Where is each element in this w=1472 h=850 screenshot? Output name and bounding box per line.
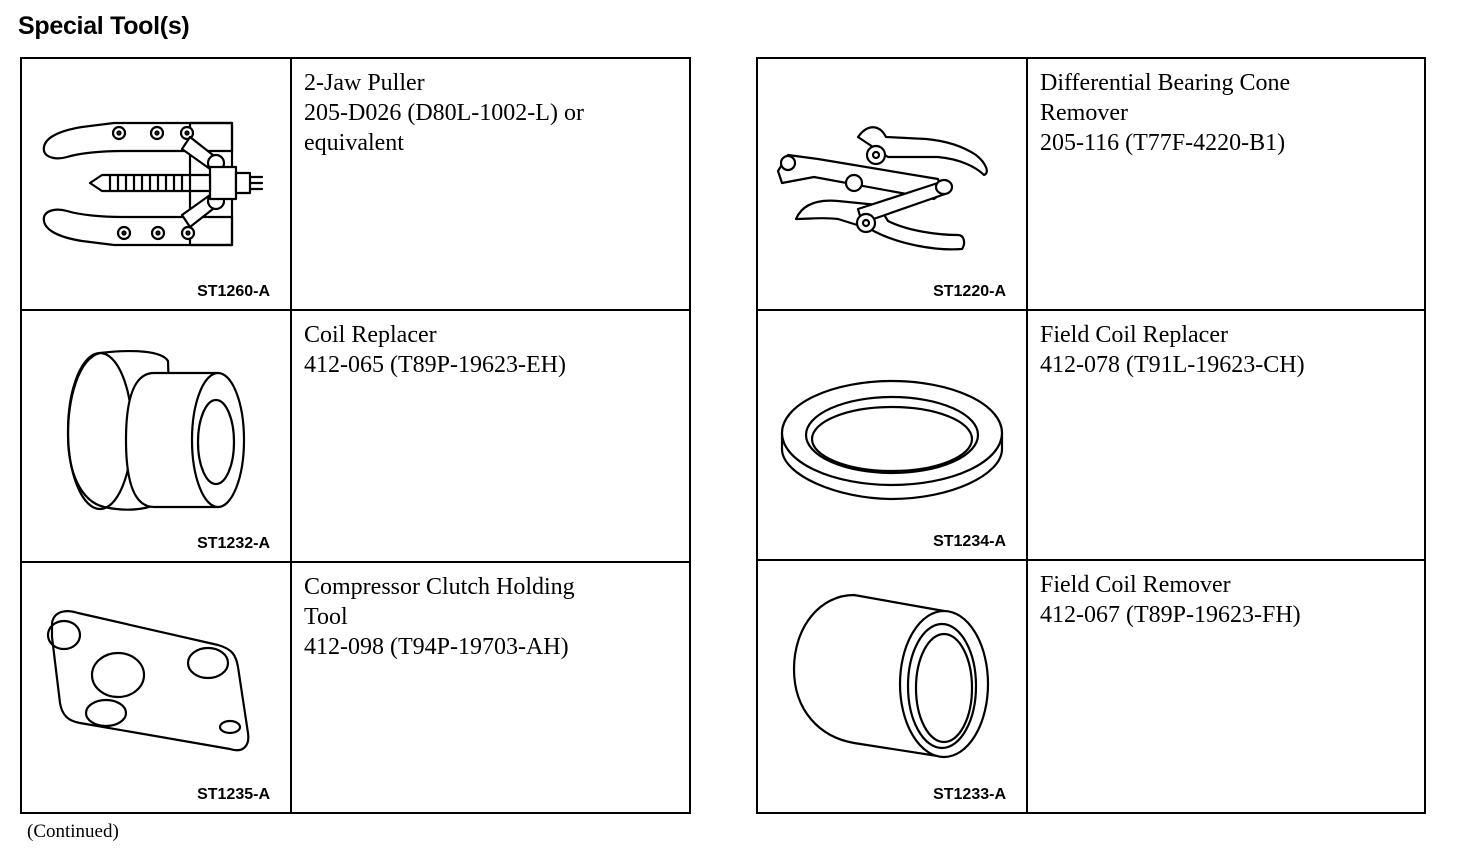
coil-replacer-icon <box>66 349 246 511</box>
description-cell: Field Coil Remover 412-067 (T89P-19623-F… <box>1026 559 1426 814</box>
illustration-cell: ST1234-A <box>756 309 1028 561</box>
table-row: ST1220-A Differential Bearing Cone Remov… <box>756 57 1426 311</box>
table-row: ST1235-A Compressor Clutch Holding Tool … <box>20 561 691 814</box>
tool-part-number: 205-D026 (D80L-1002-L) or <box>304 100 584 126</box>
tool-code: ST1233-A <box>933 786 1006 803</box>
description-cell: Coil Replacer 412-065 (T89P-19623-EH) <box>290 309 691 563</box>
bearing-cone-remover-icon <box>776 126 988 251</box>
tool-part-number: 205-116 (T77F-4220-B1) <box>1040 130 1286 156</box>
tool-code: ST1232-A <box>197 535 270 552</box>
illustration-cell: ST1235-A <box>20 561 292 814</box>
tool-name: Differential Bearing Cone <box>1040 70 1291 96</box>
table-row: ST1232-A Coil Replacer 412-065 (T89P-196… <box>20 309 691 563</box>
tool-part-number: 412-065 (T89P-19623-EH) <box>304 352 566 378</box>
tool-code: ST1220-A <box>933 283 1006 300</box>
illustration-cell: ST1260-A <box>20 57 292 311</box>
tool-code: ST1234-A <box>933 533 1006 550</box>
tool-code: ST1235-A <box>197 786 270 803</box>
tool-part-number: 412-098 (T94P-19703-AH) <box>304 634 569 660</box>
description-cell: Differential Bearing Cone Remover 205-11… <box>1026 57 1426 311</box>
table-row: ST1260-A 2-Jaw Puller 205-D026 (D80L-100… <box>20 57 691 311</box>
tool-name: Compressor Clutch Holding <box>304 574 575 600</box>
tool-part-number: 412-067 (T89P-19623-FH) <box>1040 602 1301 628</box>
tool-name: Coil Replacer <box>304 322 437 348</box>
sleeve-remover-icon <box>792 593 990 759</box>
ring-replacer-icon <box>780 379 1004 501</box>
tool-name: Field Coil Remover <box>1040 572 1231 598</box>
continued-note: (Continued) <box>27 821 119 842</box>
description-cell: Field Coil Replacer 412-078 (T91L-19623-… <box>1026 309 1426 561</box>
description-cell: Compressor Clutch Holding Tool 412-098 (… <box>290 561 691 814</box>
table-row: ST1233-A Field Coil Remover 412-067 (T89… <box>756 559 1426 814</box>
illustration-cell: ST1233-A <box>756 559 1028 814</box>
special-tools-table-right: ST1220-A Differential Bearing Cone Remov… <box>756 57 1426 814</box>
illustration-cell: ST1220-A <box>756 57 1028 311</box>
tool-name: 2-Jaw Puller <box>304 70 425 96</box>
two-jaw-puller-icon <box>42 121 264 247</box>
tool-name-continued: Tool <box>304 604 348 630</box>
holding-plate-icon <box>46 610 250 752</box>
tool-code: ST1260-A <box>197 283 270 300</box>
illustration-cell: ST1232-A <box>20 309 292 563</box>
page-title: Special Tool(s) <box>18 12 190 40</box>
description-cell: 2-Jaw Puller 205-D026 (D80L-1002-L) or e… <box>290 57 691 311</box>
tool-name: Field Coil Replacer <box>1040 322 1228 348</box>
table-row: ST1234-A Field Coil Replacer 412-078 (T9… <box>756 309 1426 561</box>
special-tools-table-left: ST1260-A 2-Jaw Puller 205-D026 (D80L-100… <box>20 57 691 814</box>
tool-name-continued: Remover <box>1040 100 1128 126</box>
tool-part-number: 412-078 (T91L-19623-CH) <box>1040 352 1305 378</box>
tool-note: equivalent <box>304 130 404 156</box>
